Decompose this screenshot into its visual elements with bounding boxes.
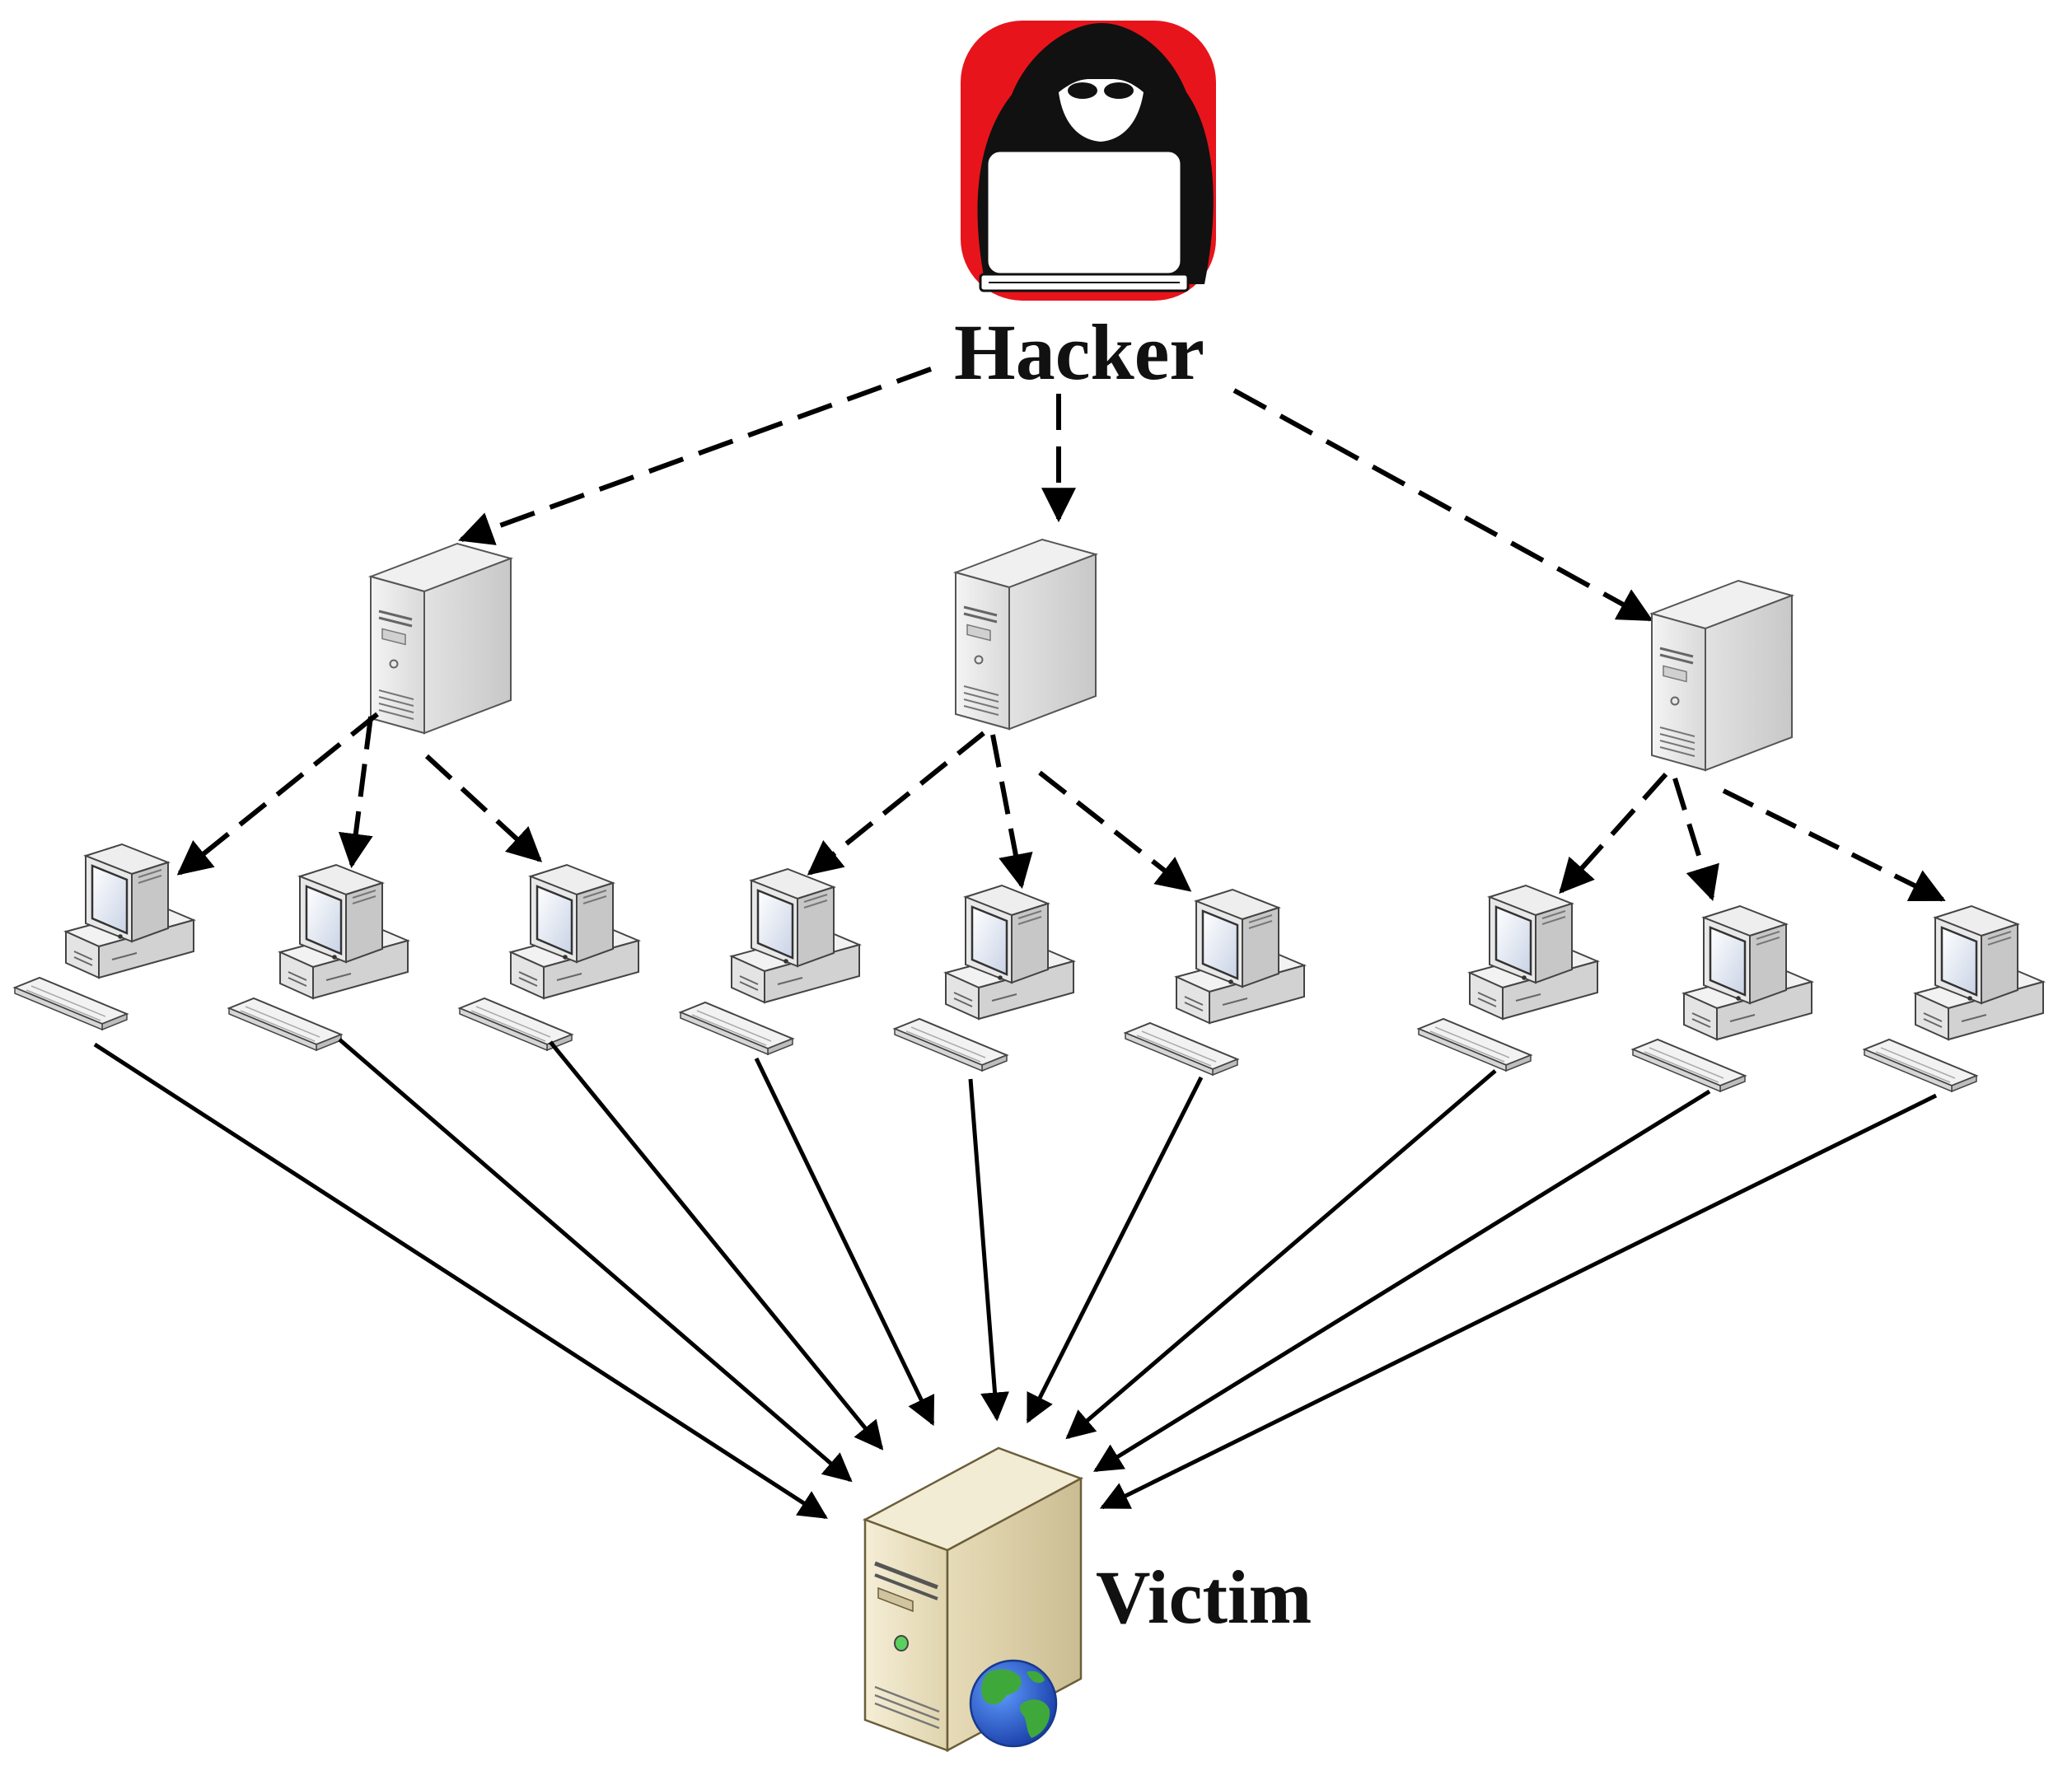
agent-2-computer-icon — [227, 863, 409, 1052]
edge-handler-3-agent-7 — [1559, 773, 1668, 895]
hacker-icon — [961, 21, 1216, 301]
edge-handler-1-agent-2 — [338, 716, 373, 869]
edge-agent-4-victim — [754, 1057, 935, 1427]
agent-6-computer-icon — [1124, 888, 1306, 1077]
edge-hacker-handler-1 — [458, 367, 933, 545]
edge-agent-8-victim — [1093, 1089, 1711, 1473]
control-edges-hacker — [458, 367, 1653, 622]
edge-handler-3-agent-8 — [1672, 778, 1719, 902]
edge-handler-1-agent-1 — [176, 712, 379, 876]
agent-1-computer-icon — [13, 843, 195, 1031]
handler-1-server-icon — [369, 542, 512, 735]
laptop-icon — [985, 149, 1183, 276]
edge-agent-7-victim — [1065, 1069, 1497, 1440]
hacker-label: Hacker — [954, 308, 1204, 396]
control-edges-handlers — [176, 712, 1946, 902]
edge-agent-3-victim — [549, 1040, 884, 1451]
edge-handler-3-agent-9 — [1722, 788, 1946, 902]
edge-handler-2-agent-5 — [990, 734, 1033, 890]
agent-7-computer-icon — [1417, 884, 1599, 1072]
edge-agent-5-victim — [968, 1078, 1010, 1422]
agent-8-computer-icon — [1631, 904, 1813, 1093]
victim-label: Victim — [1096, 1555, 1312, 1639]
attack-edges — [93, 1038, 1938, 1520]
globe-icon — [969, 1659, 1058, 1748]
edge-agent-2-victim — [338, 1038, 853, 1483]
agent-3-computer-icon — [458, 863, 640, 1052]
edge-agent-1-victim — [93, 1042, 828, 1520]
edge-hacker-handler-3 — [1232, 388, 1653, 622]
edge-handler-2-agent-4 — [807, 731, 985, 876]
agent-5-computer-icon — [893, 884, 1075, 1072]
edge-agent-6-victim — [1026, 1076, 1204, 1424]
handler-2-server-icon — [954, 538, 1097, 731]
edge-handler-2-agent-6 — [1038, 770, 1192, 892]
agent-4-computer-icon — [679, 867, 861, 1056]
edge-handler-1-agent-3 — [424, 754, 543, 862]
edge-agent-9-victim — [1099, 1093, 1938, 1510]
handler-3-server-icon — [1650, 579, 1794, 772]
agent-9-computer-icon — [1863, 904, 2045, 1093]
